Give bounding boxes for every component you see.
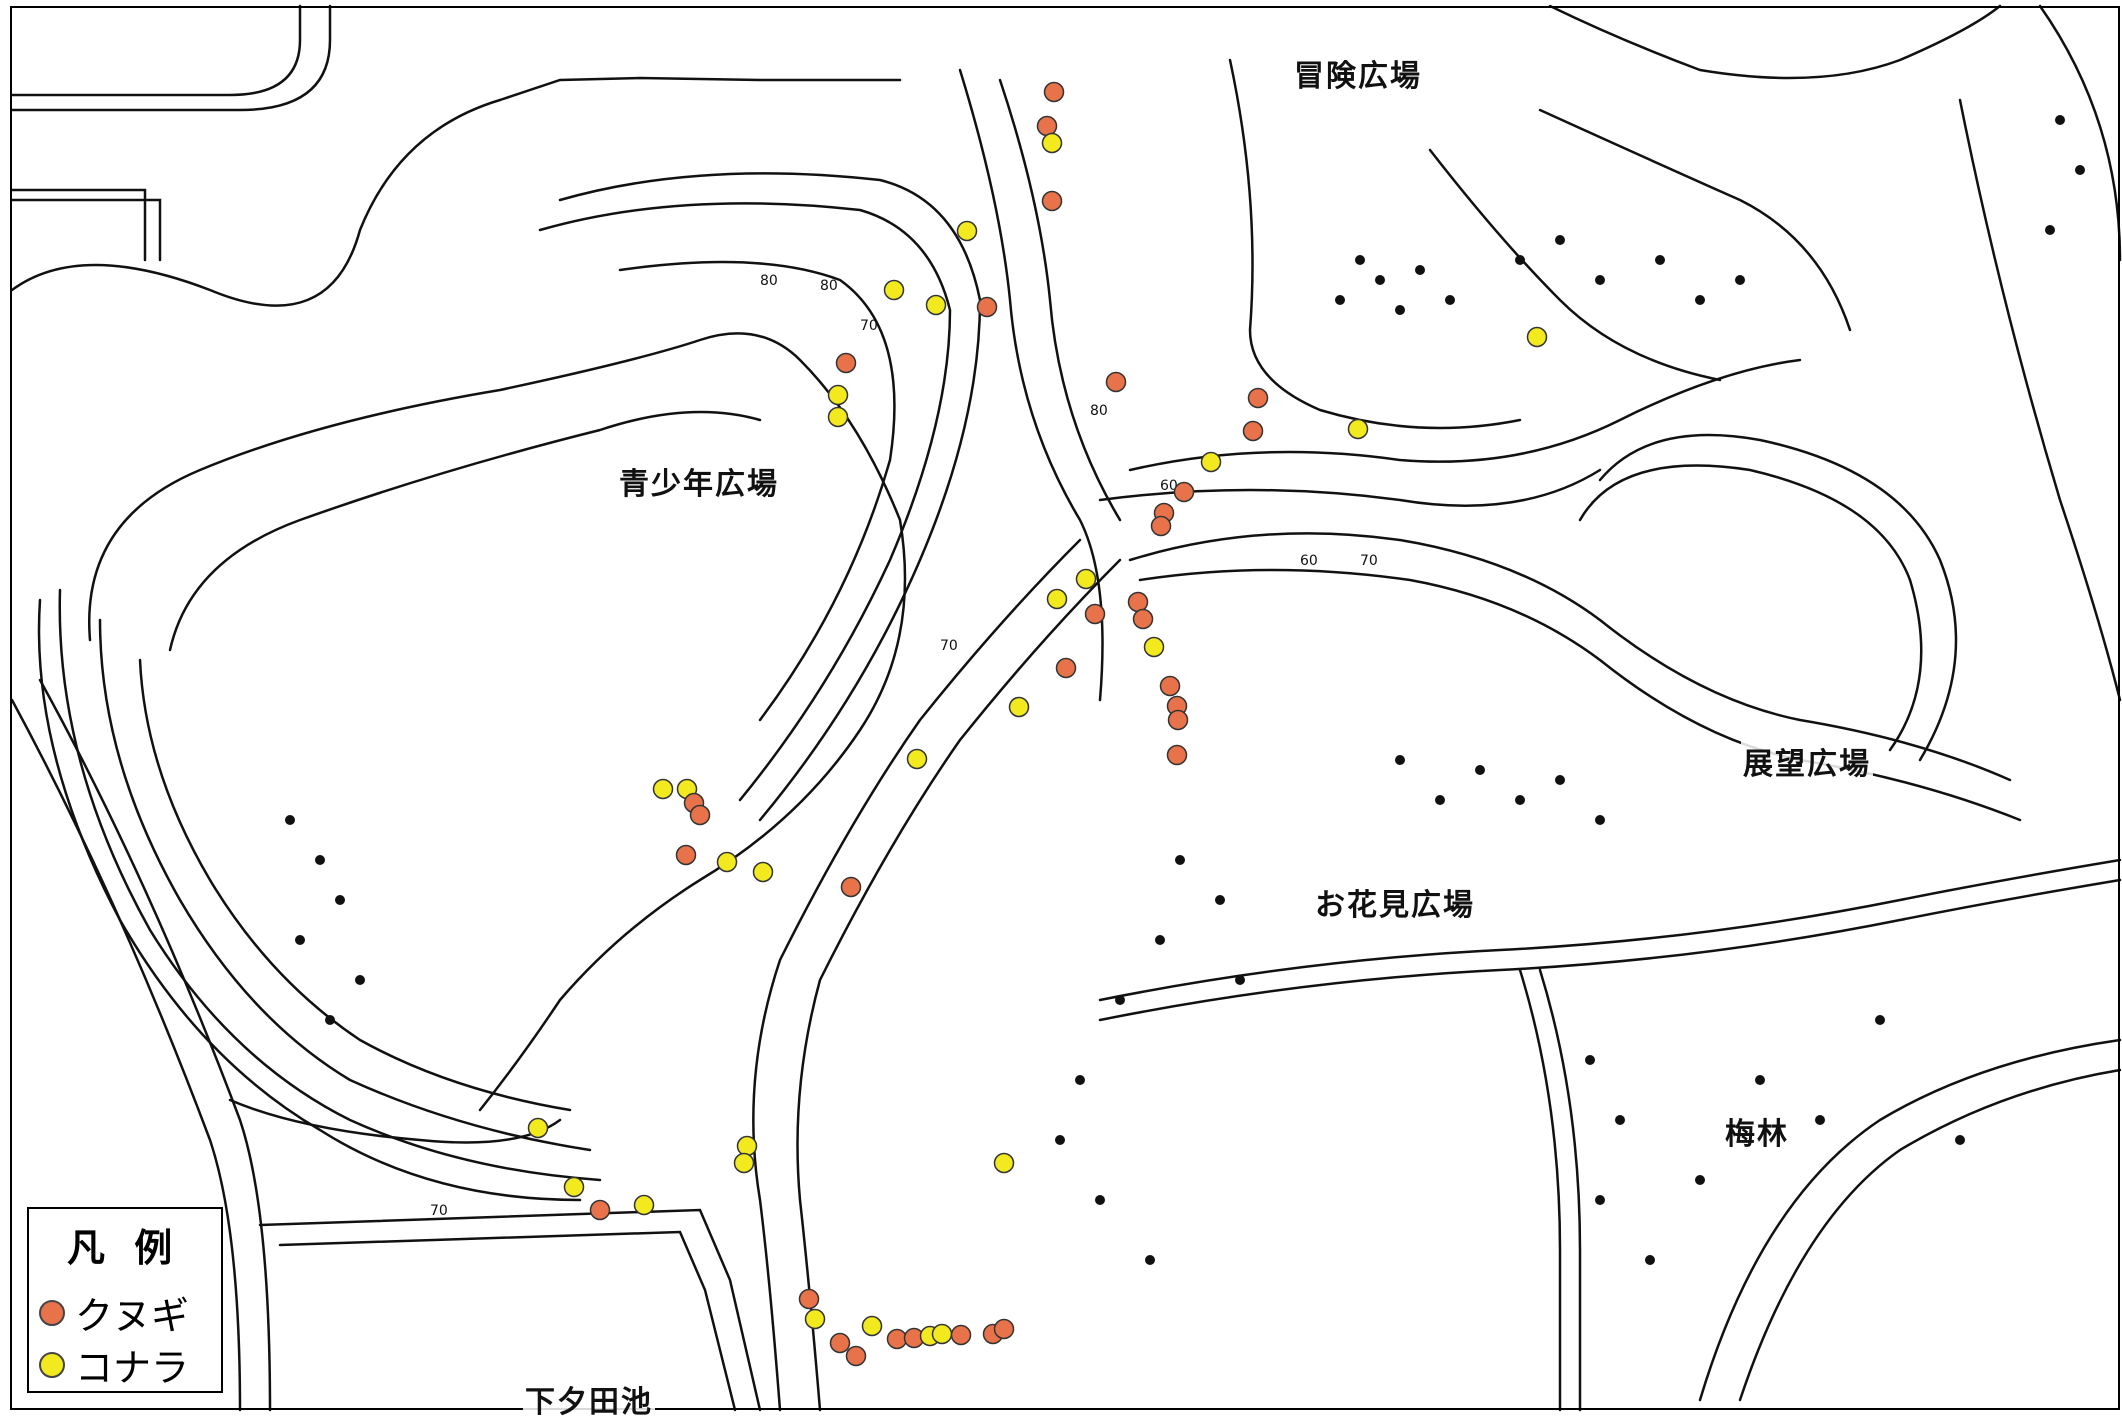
contour-label: 60 <box>1160 478 1178 494</box>
konara-marker <box>1041 132 1063 154</box>
konara-marker <box>733 1152 755 1174</box>
konara-marker <box>1008 696 1030 718</box>
contour-label: 80 <box>760 273 778 289</box>
konara-marker <box>652 778 674 800</box>
contour-label: 80 <box>820 278 838 294</box>
konara-marker <box>993 1152 1015 1174</box>
konara-marker <box>563 1176 585 1198</box>
konara-marker <box>716 851 738 873</box>
legend-item-kunugi: クヌギ <box>39 1285 189 1340</box>
konara-marker <box>1200 451 1222 473</box>
kunugi-marker <box>689 804 711 826</box>
place-label-boken: 冒険広場 <box>1292 51 1424 95</box>
kunugi-marker <box>1132 608 1154 630</box>
konara-marker <box>752 861 774 883</box>
kunugi-marker <box>1247 387 1269 409</box>
place-label-bairin: 梅林 <box>1723 1109 1791 1153</box>
kunugi-marker <box>675 844 697 866</box>
map-base-lines <box>10 4 2122 1412</box>
legend-label: クヌギ <box>75 1294 190 1338</box>
kunugi-marker <box>845 1345 867 1367</box>
contour-label: 80 <box>1090 403 1108 419</box>
konara-marker <box>1143 636 1165 658</box>
konara-marker <box>827 406 849 428</box>
contour-labels: 80 70 80 70 60 80 70 60 70 <box>430 273 1378 1219</box>
place-label-ohanami: お花見広場 <box>1313 880 1477 924</box>
konara-marker <box>633 1194 655 1216</box>
kunugi-marker <box>1150 515 1172 537</box>
kunugi-marker <box>1084 603 1106 625</box>
konara-marker <box>736 1135 758 1157</box>
kunugi-marker <box>1167 709 1189 731</box>
kunugi-marker <box>1166 744 1188 766</box>
konara-marker <box>804 1308 826 1330</box>
konara-marker <box>925 294 947 316</box>
legend-label: コナラ <box>75 1346 190 1390</box>
konara-marker <box>1075 568 1097 590</box>
kunugi-marker <box>1036 115 1058 137</box>
kunugi-marker <box>840 876 862 898</box>
konara-marker <box>1046 588 1068 610</box>
place-label-pond: 下夕田池 <box>523 1377 655 1421</box>
kunugi-marker <box>1159 675 1181 697</box>
kunugi-marker <box>1041 190 1063 212</box>
place-label-seishonen: 青少年広場 <box>617 459 781 503</box>
konara-marker <box>883 279 905 301</box>
legend-title: 凡 例 <box>67 1226 181 1270</box>
kunugi-marker <box>1173 481 1195 503</box>
kunugi-marker-icon <box>39 1299 65 1326</box>
konara-marker <box>1347 418 1369 440</box>
konara-marker <box>906 748 928 770</box>
kunugi-marker <box>1055 657 1077 679</box>
konara-marker <box>861 1315 883 1337</box>
kunugi-marker <box>589 1199 611 1221</box>
kunugi-marker <box>1242 420 1264 442</box>
kunugi-marker <box>886 1328 908 1350</box>
contour-label: 70 <box>940 638 958 654</box>
konara-marker <box>527 1117 549 1139</box>
kunugi-marker <box>976 296 998 318</box>
place-label-tenbo: 展望広場 <box>1741 739 1873 783</box>
kunugi-marker <box>835 352 857 374</box>
contour-label: 70 <box>430 1203 448 1219</box>
legend-item-konara: コナラ <box>39 1337 189 1392</box>
konara-marker <box>931 1323 953 1345</box>
contour-label: 70 <box>1360 553 1378 569</box>
konara-marker <box>827 384 849 406</box>
kunugi-marker <box>1043 81 1065 103</box>
kunugi-marker <box>829 1332 851 1354</box>
kunugi-marker <box>950 1324 972 1346</box>
konara-marker-icon <box>39 1351 65 1378</box>
kunugi-marker <box>993 1318 1015 1340</box>
legend: 凡 例 クヌギ コナラ <box>27 1207 223 1393</box>
konara-marker <box>956 220 978 242</box>
kunugi-marker <box>1105 371 1127 393</box>
tree-symbols <box>285 115 2085 1265</box>
contour-label: 60 <box>1300 553 1318 569</box>
kunugi-marker <box>1127 591 1149 613</box>
konara-marker <box>1526 326 1548 348</box>
kunugi-marker <box>798 1288 820 1310</box>
tree-markers <box>527 81 1548 1367</box>
contour-label: 70 <box>860 318 878 334</box>
